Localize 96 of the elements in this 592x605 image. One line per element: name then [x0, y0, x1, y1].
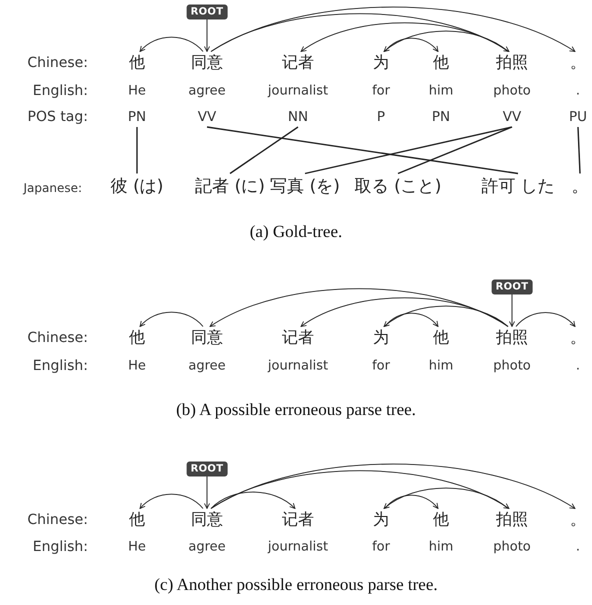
english-gloss: him: [428, 358, 454, 374]
alignment-line: [230, 126, 298, 174]
dependency-arc: [384, 30, 508, 52]
english-gloss: photo: [493, 540, 531, 554]
chinese-word: 。: [570, 510, 586, 530]
dependency-arc: [300, 22, 508, 52]
pos-tag: VV: [198, 109, 216, 125]
dependency-arc: [210, 464, 576, 509]
dependency-arc: [384, 312, 438, 327]
dependency-arc: [210, 6, 576, 52]
row-label: English:: [32, 358, 88, 374]
dependency-arc: [384, 38, 438, 52]
alignment-line: [398, 126, 512, 174]
chinese-word: 他: [433, 52, 449, 74]
chinese-word: 他: [129, 510, 145, 530]
english-gloss: agree: [188, 358, 226, 374]
english-gloss: .: [576, 358, 580, 374]
english-gloss: agree: [188, 540, 226, 554]
english-gloss: for: [372, 540, 390, 554]
alignment-line: [136, 127, 138, 174]
english-gloss: agree: [188, 84, 226, 98]
dependency-arc: [140, 36, 204, 52]
figure-caption: (b) A possible erroneous parse tree.: [176, 400, 416, 420]
english-gloss: .: [576, 540, 580, 554]
english-gloss: for: [372, 84, 390, 98]
english-gloss: journalist: [268, 358, 328, 374]
pos-tag: PN: [128, 109, 146, 125]
japanese-phrase: 取る (こと): [354, 174, 442, 198]
chinese-word: 同意: [191, 52, 223, 74]
english-gloss: photo: [493, 84, 531, 98]
chinese-word: 拍照: [496, 52, 528, 74]
dependency-arc: [210, 470, 510, 509]
dependency-arc: [140, 312, 204, 327]
english-gloss: journalist: [268, 540, 328, 554]
alignment-line: [577, 126, 581, 174]
pos-tag: P: [376, 109, 386, 125]
japanese-phrase: 許可 した: [481, 174, 555, 198]
dependency-arc: [210, 13, 510, 52]
pos-tag: NN: [288, 109, 308, 125]
chinese-word: 他: [433, 510, 449, 530]
root-arrow: [204, 19, 210, 52]
dependency-arc: [384, 306, 508, 327]
dependency-arc: [140, 494, 204, 509]
english-gloss: him: [428, 84, 454, 98]
dependency-arc: [516, 312, 576, 327]
english-gloss: He: [128, 540, 146, 554]
alignment-line: [206, 126, 518, 174]
chinese-word: 同意: [191, 328, 223, 348]
english-gloss: for: [372, 358, 390, 374]
pos-tag: VV: [502, 109, 522, 125]
english-gloss: journalist: [268, 84, 328, 98]
row-label: Chinese:: [27, 512, 88, 528]
root-badge: ROOT: [186, 462, 228, 476]
chinese-word: 为: [373, 510, 389, 530]
root-badge: ROOT: [492, 280, 532, 294]
english-gloss: him: [428, 540, 454, 554]
chinese-word: 拍照: [496, 510, 528, 530]
dependency-arc: [300, 297, 508, 327]
chinese-word: 他: [129, 328, 145, 348]
root-badge: ROOT: [186, 4, 228, 20]
figure-caption: (c) Another possible erroneous parse tree.: [154, 575, 438, 595]
chinese-word: 他: [433, 328, 449, 348]
english-gloss: .: [576, 84, 580, 98]
dependency-arc: [384, 488, 508, 509]
pos-tag: PN: [432, 109, 450, 125]
root-arrow: [509, 294, 515, 327]
japanese-phrase: 記者 (に): [195, 174, 265, 198]
japanese-phrase: 写真 (を): [270, 174, 340, 198]
english-gloss: photo: [493, 358, 531, 374]
root-arrow: [204, 476, 210, 509]
dependency-arc: [210, 492, 296, 509]
alignment-line: [304, 126, 512, 174]
chinese-word: 记者: [282, 328, 314, 348]
row-label: Chinese:: [27, 330, 88, 346]
chinese-word: 他: [129, 52, 145, 74]
chinese-word: 。: [570, 52, 586, 74]
dependency-arc: [384, 494, 438, 509]
chinese-word: 记者: [282, 510, 314, 530]
row-label: POS tag:: [28, 109, 88, 125]
row-label: Chinese:: [27, 55, 88, 71]
row-label: English:: [32, 83, 88, 99]
figure-caption: (a) Gold-tree.: [250, 222, 342, 242]
chinese-word: 拍照: [496, 328, 528, 348]
pos-tag: PU: [568, 109, 588, 125]
chinese-word: 为: [373, 328, 389, 348]
japanese-phrase: 彼 (は): [110, 174, 164, 198]
chinese-word: 为: [373, 52, 389, 74]
chinese-word: 同意: [191, 510, 223, 530]
english-gloss: He: [128, 84, 146, 98]
english-gloss: He: [128, 358, 146, 374]
chinese-word: 。: [570, 328, 586, 348]
dependency-arc: [210, 288, 508, 327]
row-label: English:: [32, 539, 88, 555]
row-label: Japanese:: [23, 181, 82, 195]
chinese-word: 记者: [282, 52, 314, 74]
japanese-phrase: 。: [572, 174, 588, 198]
